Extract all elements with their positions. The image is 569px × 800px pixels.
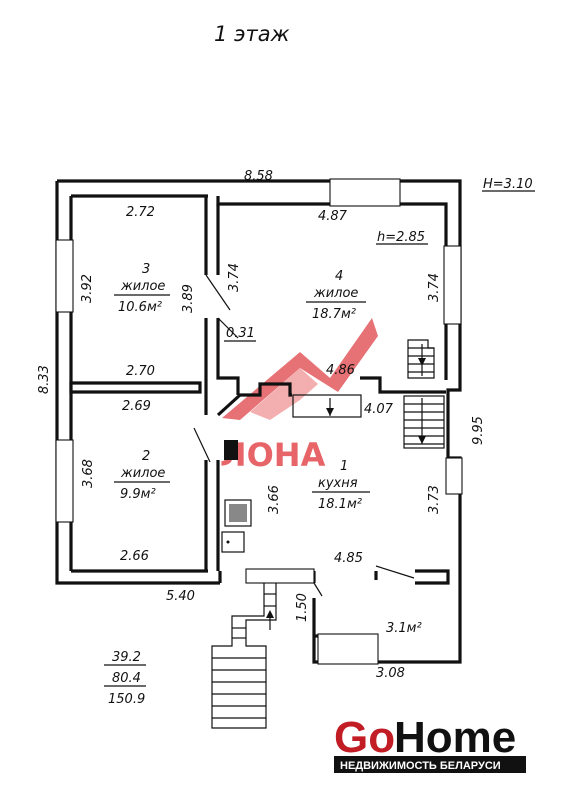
room2-area: 9.9м² bbox=[120, 487, 156, 502]
area-summary: 39.2 80.4 150.9 bbox=[104, 650, 146, 707]
room3-number: 3 bbox=[142, 262, 150, 277]
door-room4 bbox=[217, 317, 239, 339]
dim-bottom-left: 5.40 bbox=[166, 589, 195, 604]
dim-top: 8.58 bbox=[244, 169, 273, 184]
room3-dim-left: 3.92 bbox=[80, 274, 95, 303]
brand-go: Go bbox=[334, 713, 395, 762]
window-room2 bbox=[55, 439, 74, 523]
floor-title: 1 этаж bbox=[214, 22, 290, 46]
kitchen-dim-right: 3.73 bbox=[427, 485, 442, 514]
kitchen-type: кухня bbox=[318, 476, 358, 491]
window-room3 bbox=[55, 239, 74, 313]
door-entry bbox=[313, 582, 323, 597]
sink bbox=[221, 531, 245, 553]
windows bbox=[55, 178, 463, 665]
room3-dim-bottom: 2.70 bbox=[126, 364, 155, 379]
kitchen-area: 18.1м² bbox=[318, 497, 362, 512]
doors bbox=[193, 274, 415, 597]
room2-number: 2 bbox=[142, 449, 150, 464]
room3-type: жилое bbox=[120, 279, 165, 294]
dim-left: 8.33 bbox=[37, 365, 52, 394]
porch-dim: 1.50 bbox=[295, 593, 310, 622]
room4-ceiling-label: h=2.85 bbox=[377, 230, 425, 245]
room4-area: 18.7м² bbox=[312, 307, 356, 322]
vestibule-area: 3.1м² bbox=[386, 621, 422, 636]
stairs-flight-kitchen bbox=[403, 395, 445, 449]
room2-type: жилое bbox=[120, 466, 165, 481]
gohome-logo: Go Home НЕДВИЖИМОСТЬ БЕЛАРУСИ bbox=[334, 713, 526, 773]
door-vestibule bbox=[375, 565, 415, 579]
room-4: 4.87 3.74 3.74 4.86 4 жилое 18.7м² bbox=[227, 209, 442, 378]
stove bbox=[224, 499, 252, 527]
interior-stairs bbox=[292, 339, 445, 449]
porch-steps bbox=[211, 583, 277, 729]
chimney-block bbox=[224, 440, 238, 460]
dim-bottom-right: 3.08 bbox=[376, 666, 405, 681]
window-vestibule bbox=[317, 633, 379, 665]
room4-dim-left: 3.74 bbox=[227, 263, 242, 292]
stove-hotplate bbox=[229, 504, 247, 522]
room3-area: 10.6м² bbox=[118, 300, 162, 315]
room-3: 2.72 3.92 3.89 2.70 3 жилое 10.6м² bbox=[80, 205, 196, 379]
stairs-dim: 4.07 bbox=[364, 402, 394, 417]
room3-dim-top: 2.72 bbox=[126, 205, 155, 220]
outer-walls bbox=[55, 179, 462, 664]
room4-number: 4 bbox=[335, 269, 343, 284]
window-kitchen-bottom bbox=[245, 568, 315, 584]
window-kitchen-right bbox=[445, 457, 463, 495]
ceiling-height-label: H=3.10 bbox=[483, 177, 533, 192]
room2-dim-left: 3.68 bbox=[81, 459, 96, 488]
brand-tagline-bar bbox=[334, 756, 526, 773]
room4-dim-right: 3.74 bbox=[427, 273, 442, 302]
door-room2 bbox=[193, 427, 211, 463]
room4-dim-bottom: 4.86 bbox=[326, 363, 355, 378]
dim-right: 9.95 bbox=[471, 416, 486, 445]
interior-walls bbox=[69, 196, 450, 664]
area-overall: 150.9 bbox=[108, 692, 145, 707]
room2-dim-bottom: 2.66 bbox=[120, 549, 149, 564]
window-room4-right bbox=[443, 245, 462, 325]
kitchen-fixtures bbox=[221, 440, 252, 553]
area-total: 80.4 bbox=[112, 671, 141, 686]
kitchen-number: 1 bbox=[340, 459, 348, 474]
window-room4-top bbox=[329, 178, 401, 207]
room4-dim-top: 4.87 bbox=[318, 209, 348, 224]
room-1-kitchen: 3.66 3.73 4.85 1 кухня 18.1м² bbox=[267, 459, 442, 566]
partition-dim: 0.31 bbox=[226, 326, 255, 341]
room4-type: жилое bbox=[313, 286, 358, 301]
exterior-stairs bbox=[211, 583, 277, 729]
brand-home: Home bbox=[394, 713, 516, 762]
kitchen-dim-bottom: 4.85 bbox=[334, 551, 363, 566]
brand-tagline: НЕДВИЖИМОСТЬ БЕЛАРУСИ bbox=[340, 760, 501, 772]
watermark-roof-inner bbox=[250, 368, 318, 420]
door-room3 bbox=[205, 274, 231, 311]
room2-dim-top: 2.69 bbox=[122, 399, 151, 414]
room-2: 2.69 3.68 2.66 2 жилое 9.9м² bbox=[81, 399, 170, 564]
room3-dim-right: 3.89 bbox=[181, 284, 196, 313]
stairs-landing bbox=[292, 394, 362, 418]
kitchen-dim-left: 3.66 bbox=[267, 485, 282, 514]
area-living: 39.2 bbox=[112, 650, 141, 665]
